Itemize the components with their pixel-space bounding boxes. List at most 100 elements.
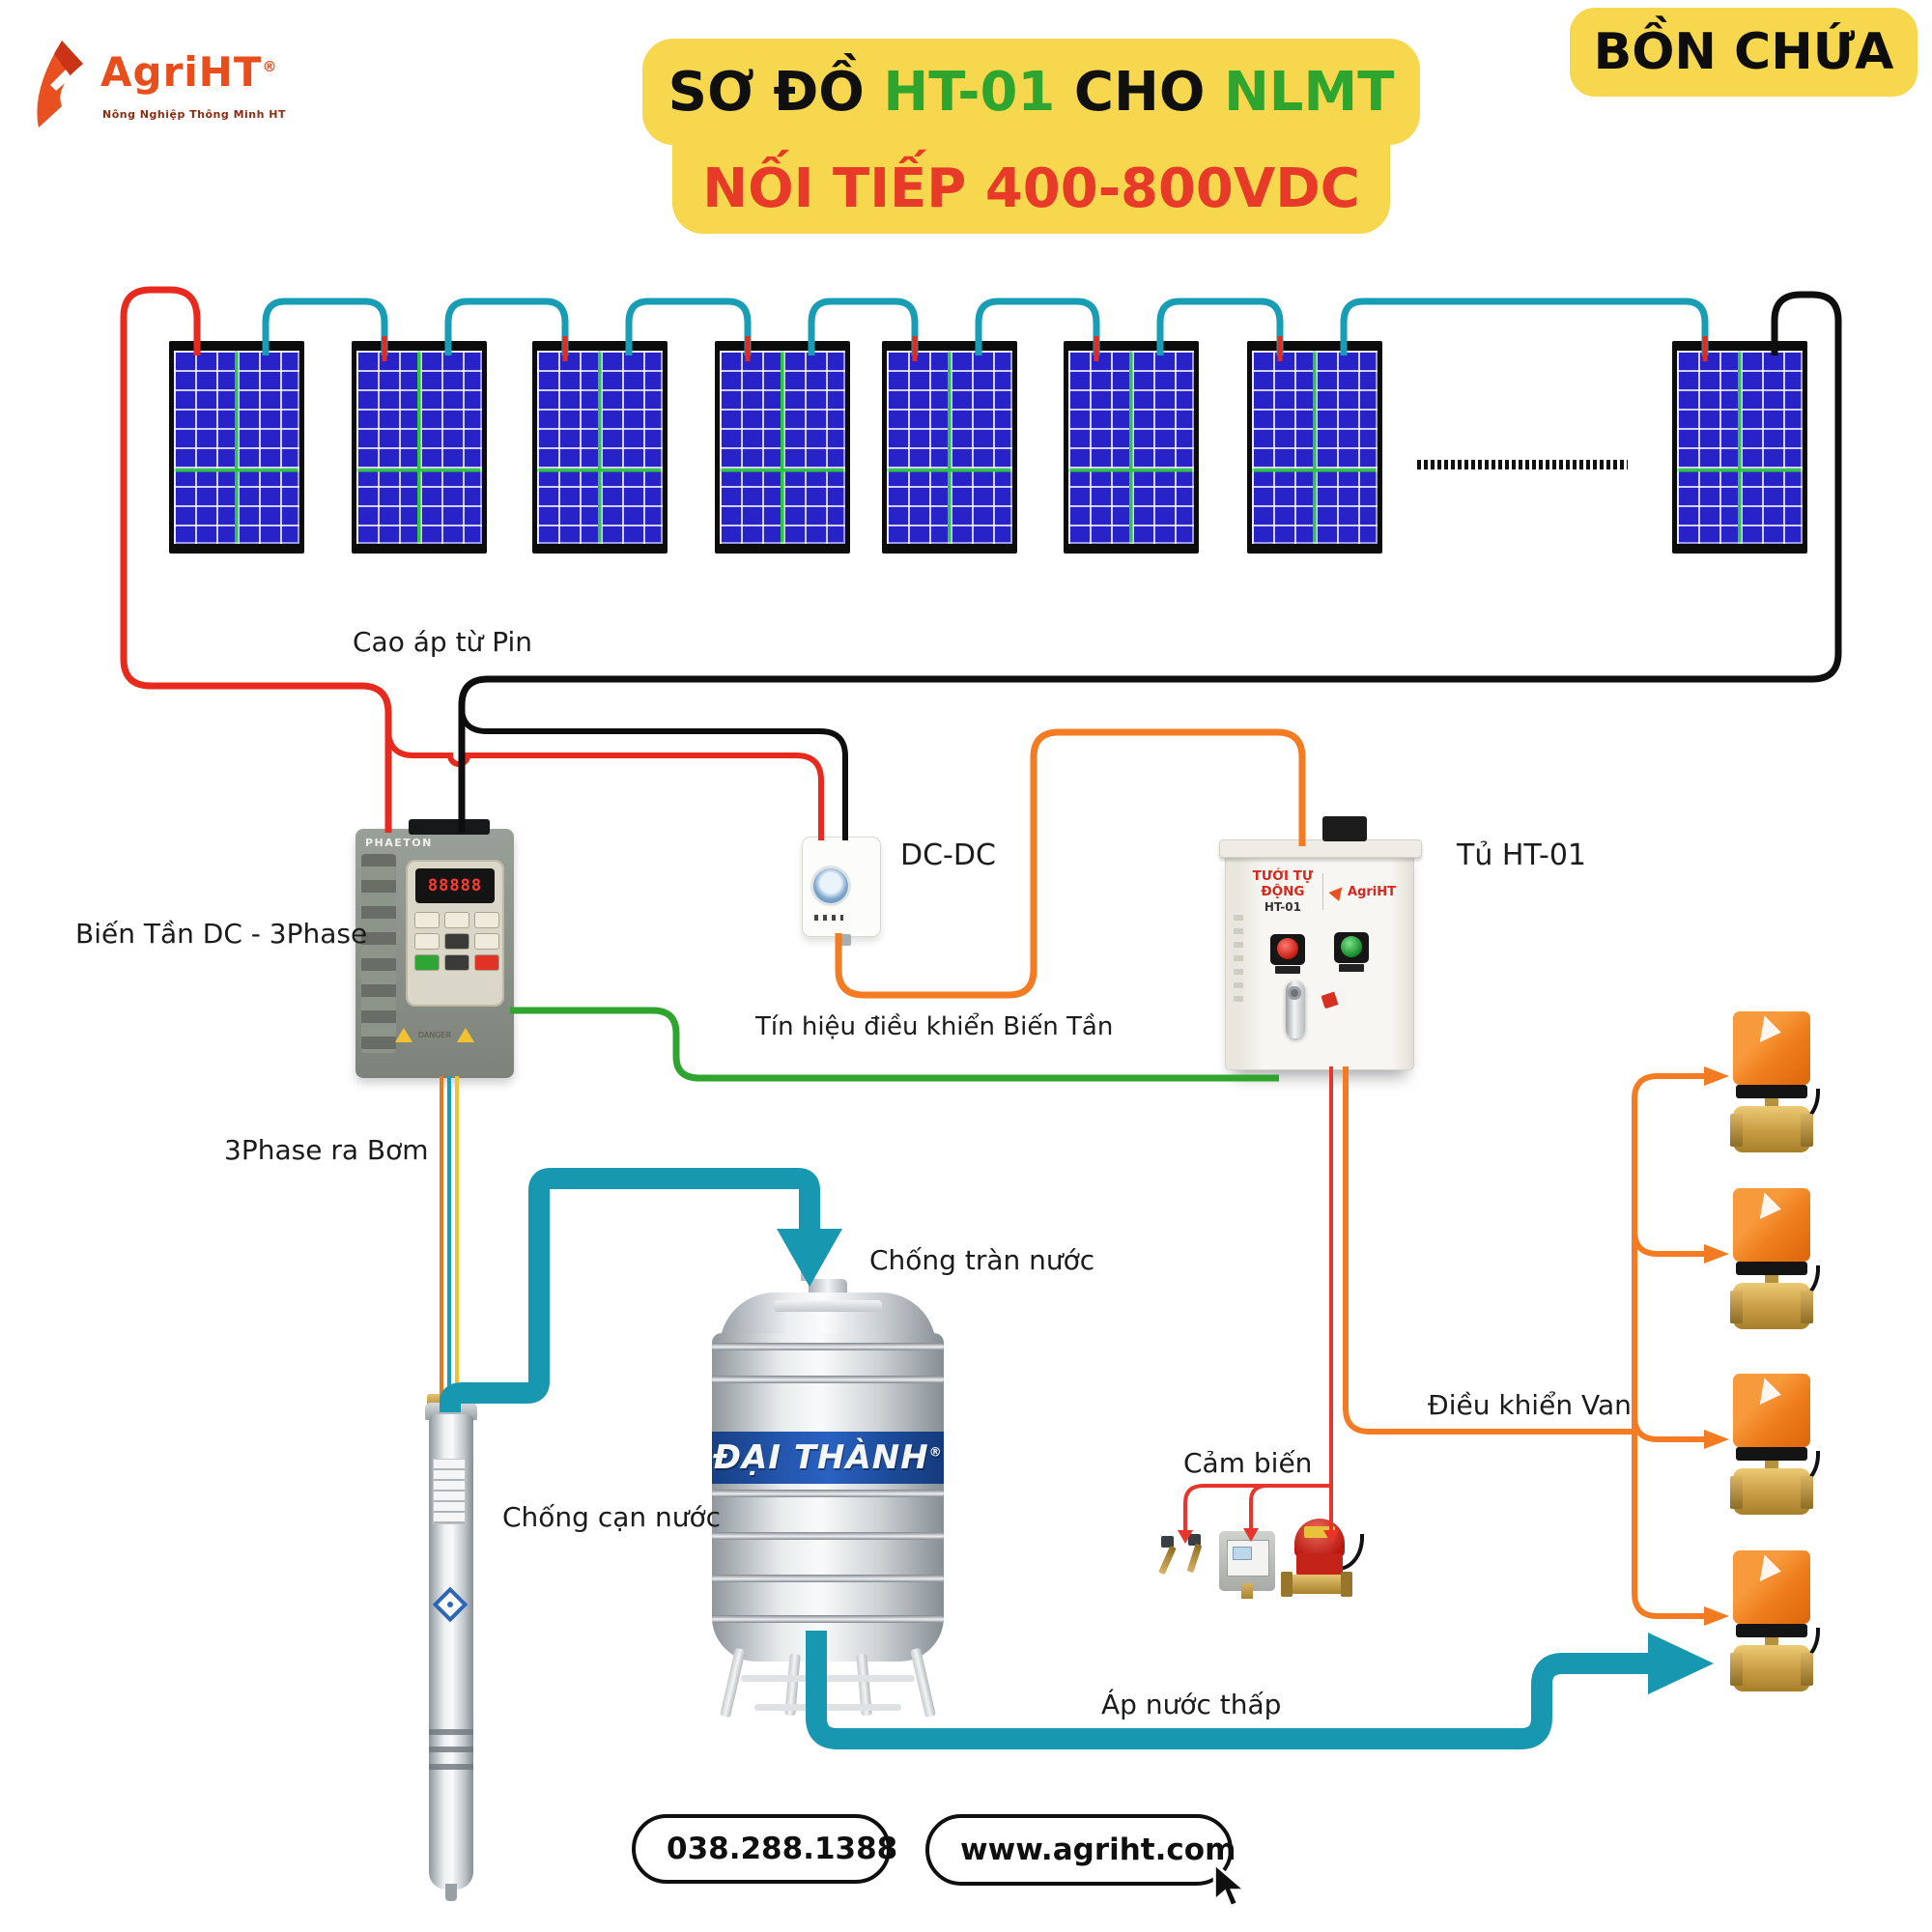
label-3phase: 3Phase ra Bơm	[224, 1134, 429, 1166]
dcdc-screen	[813, 868, 848, 903]
inverter-key	[414, 912, 440, 928]
flow-switch-label	[1304, 1526, 1335, 1538]
pump-ring	[429, 1764, 473, 1770]
tank-vent	[801, 1269, 807, 1281]
flow-switch-hex	[1281, 1572, 1293, 1597]
cabinet-header: TƯỚI TỰ ĐỘNG HT-01 AgriHT	[1251, 869, 1396, 914]
valve-hex-nut	[1730, 1653, 1743, 1686]
inverter-key	[444, 912, 469, 928]
valve-base	[1736, 1085, 1807, 1098]
agriht-logo-text: AgriHT®	[100, 48, 278, 96]
motorized-valve	[1730, 1550, 1820, 1691]
inverter-key	[414, 933, 440, 950]
valve-actuator	[1733, 1550, 1810, 1624]
valve-logo-icon	[1759, 1554, 1784, 1585]
title-part-cho: CHO	[1055, 60, 1224, 124]
label-cao-ap: Cao áp từ Pin	[353, 626, 532, 658]
valve-stem	[1765, 1461, 1778, 1470]
tank-rib	[712, 1343, 944, 1350]
registered-mark: ®	[262, 58, 278, 75]
button-label-plate	[1275, 966, 1300, 974]
label-ap-nuoc-thap: Áp nước thấp	[1101, 1689, 1282, 1720]
wires-orange-valves	[1343, 1066, 1706, 1619]
valve-hex-nut	[1801, 1291, 1813, 1323]
agriht-mini-arrow-icon	[1328, 882, 1348, 901]
cabinet-sticker	[1321, 988, 1348, 1009]
pressure-switch-label	[1233, 1547, 1252, 1560]
tank-brand-band: ĐẠI THÀNH®	[712, 1432, 944, 1484]
motorized-valve	[1730, 1011, 1820, 1152]
tank-stand-leg	[720, 1647, 746, 1719]
website-url: www.agriht.com	[960, 1833, 1236, 1867]
tank-stand-bar	[741, 1675, 915, 1682]
red-button-cap	[1277, 938, 1298, 959]
valve-logo-icon	[1759, 1192, 1784, 1223]
dcdc-terminals	[814, 915, 843, 921]
flow-switch-tee	[1285, 1575, 1350, 1594]
valve-base	[1736, 1262, 1807, 1275]
bon-chua-badge: BỒN CHỨA	[1570, 8, 1918, 97]
warning-triangle-icon	[394, 1027, 412, 1042]
water-tank: ĐẠI THÀNH®	[712, 1269, 944, 1719]
tank-stand-leg	[910, 1647, 936, 1719]
probe-cap	[1161, 1536, 1174, 1548]
control-cabinet-ht01: TƯỚI TỰ ĐỘNG HT-01 AgriHT	[1219, 816, 1422, 1070]
title-banner-line1: SƠ ĐỒ HT-01 CHO NLMT	[642, 39, 1420, 145]
solar-panel	[1247, 341, 1382, 554]
cabinet-keyhole	[1288, 986, 1301, 1000]
wire-black-tap-to-dcdc	[459, 706, 848, 840]
valve-brass-body	[1733, 1106, 1810, 1152]
inverter-stop-key	[474, 954, 499, 971]
pressure-switch-fitting	[1241, 1583, 1253, 1599]
danger-text: DANGER	[417, 1030, 452, 1039]
inverter-down-key	[444, 954, 469, 971]
title-part-ht01: HT-01	[883, 60, 1056, 124]
inverter-keypad: 88888	[406, 860, 504, 1007]
valve-base	[1736, 1624, 1807, 1637]
solar-panel	[352, 341, 487, 554]
solar-panel	[1672, 341, 1807, 554]
solar-panel	[532, 341, 668, 554]
dcdc-converter-device	[802, 837, 881, 946]
label-dieu-khien-van: Điều khiển Van	[1428, 1389, 1632, 1421]
valve-hex-nut	[1730, 1114, 1743, 1147]
inverter-terminal-block	[409, 819, 490, 835]
valve-hex-nut	[1801, 1114, 1813, 1147]
title-line2-text: NỐI TIẾP 400-800VDC	[702, 156, 1360, 220]
label-cam-bien: Cảm biến	[1183, 1447, 1313, 1479]
valve-stem	[1765, 1275, 1778, 1285]
button-label-plate	[1339, 964, 1364, 972]
tank-body: ĐẠI THÀNH®	[712, 1333, 944, 1662]
website-badge: www.agriht.com	[925, 1814, 1236, 1886]
warning-triangle-icon	[457, 1027, 475, 1042]
inverter-device: PHAETON 88888 DANGER	[355, 819, 514, 1078]
pump-nameplate	[433, 1459, 466, 1524]
tank-brand-text: ĐẠI THÀNH®	[713, 1438, 943, 1477]
phone-badge: 038.288.1388	[632, 1814, 897, 1884]
pressure-switch	[1219, 1531, 1275, 1599]
panel-ellipsis-dots	[1417, 460, 1628, 469]
title-part-so-do: SƠ ĐỒ	[668, 60, 884, 124]
valve-logo-icon	[1759, 1015, 1784, 1046]
inverter-up-key	[444, 933, 469, 950]
label-tin-hieu: Tín hiệu điều khiển Biến Tần	[755, 1012, 1114, 1041]
cabinet-model: HT-01	[1264, 899, 1301, 914]
cabinet-louvers	[1234, 915, 1243, 1002]
mouse-cursor-icon	[1212, 1862, 1250, 1909]
valve-brass-body	[1733, 1283, 1810, 1329]
inverter-display: 88888	[415, 868, 495, 903]
submersible-pump	[425, 1394, 477, 1901]
phone-number: 038.288.1388	[667, 1832, 898, 1866]
valve-hex-nut	[1801, 1476, 1813, 1509]
dcdc-bottom-connector	[836, 934, 851, 946]
cabinet-brand-text: AgriHT	[1348, 884, 1396, 899]
solar-panel	[882, 341, 1017, 554]
tank-rib	[712, 1532, 944, 1540]
inverter-run-key	[414, 954, 440, 971]
cabinet-lid	[1219, 839, 1422, 858]
valve-actuator	[1733, 1188, 1810, 1262]
inverter-heatsink	[361, 854, 396, 1053]
solar-panel	[1064, 341, 1199, 554]
inverter-key	[474, 912, 499, 928]
